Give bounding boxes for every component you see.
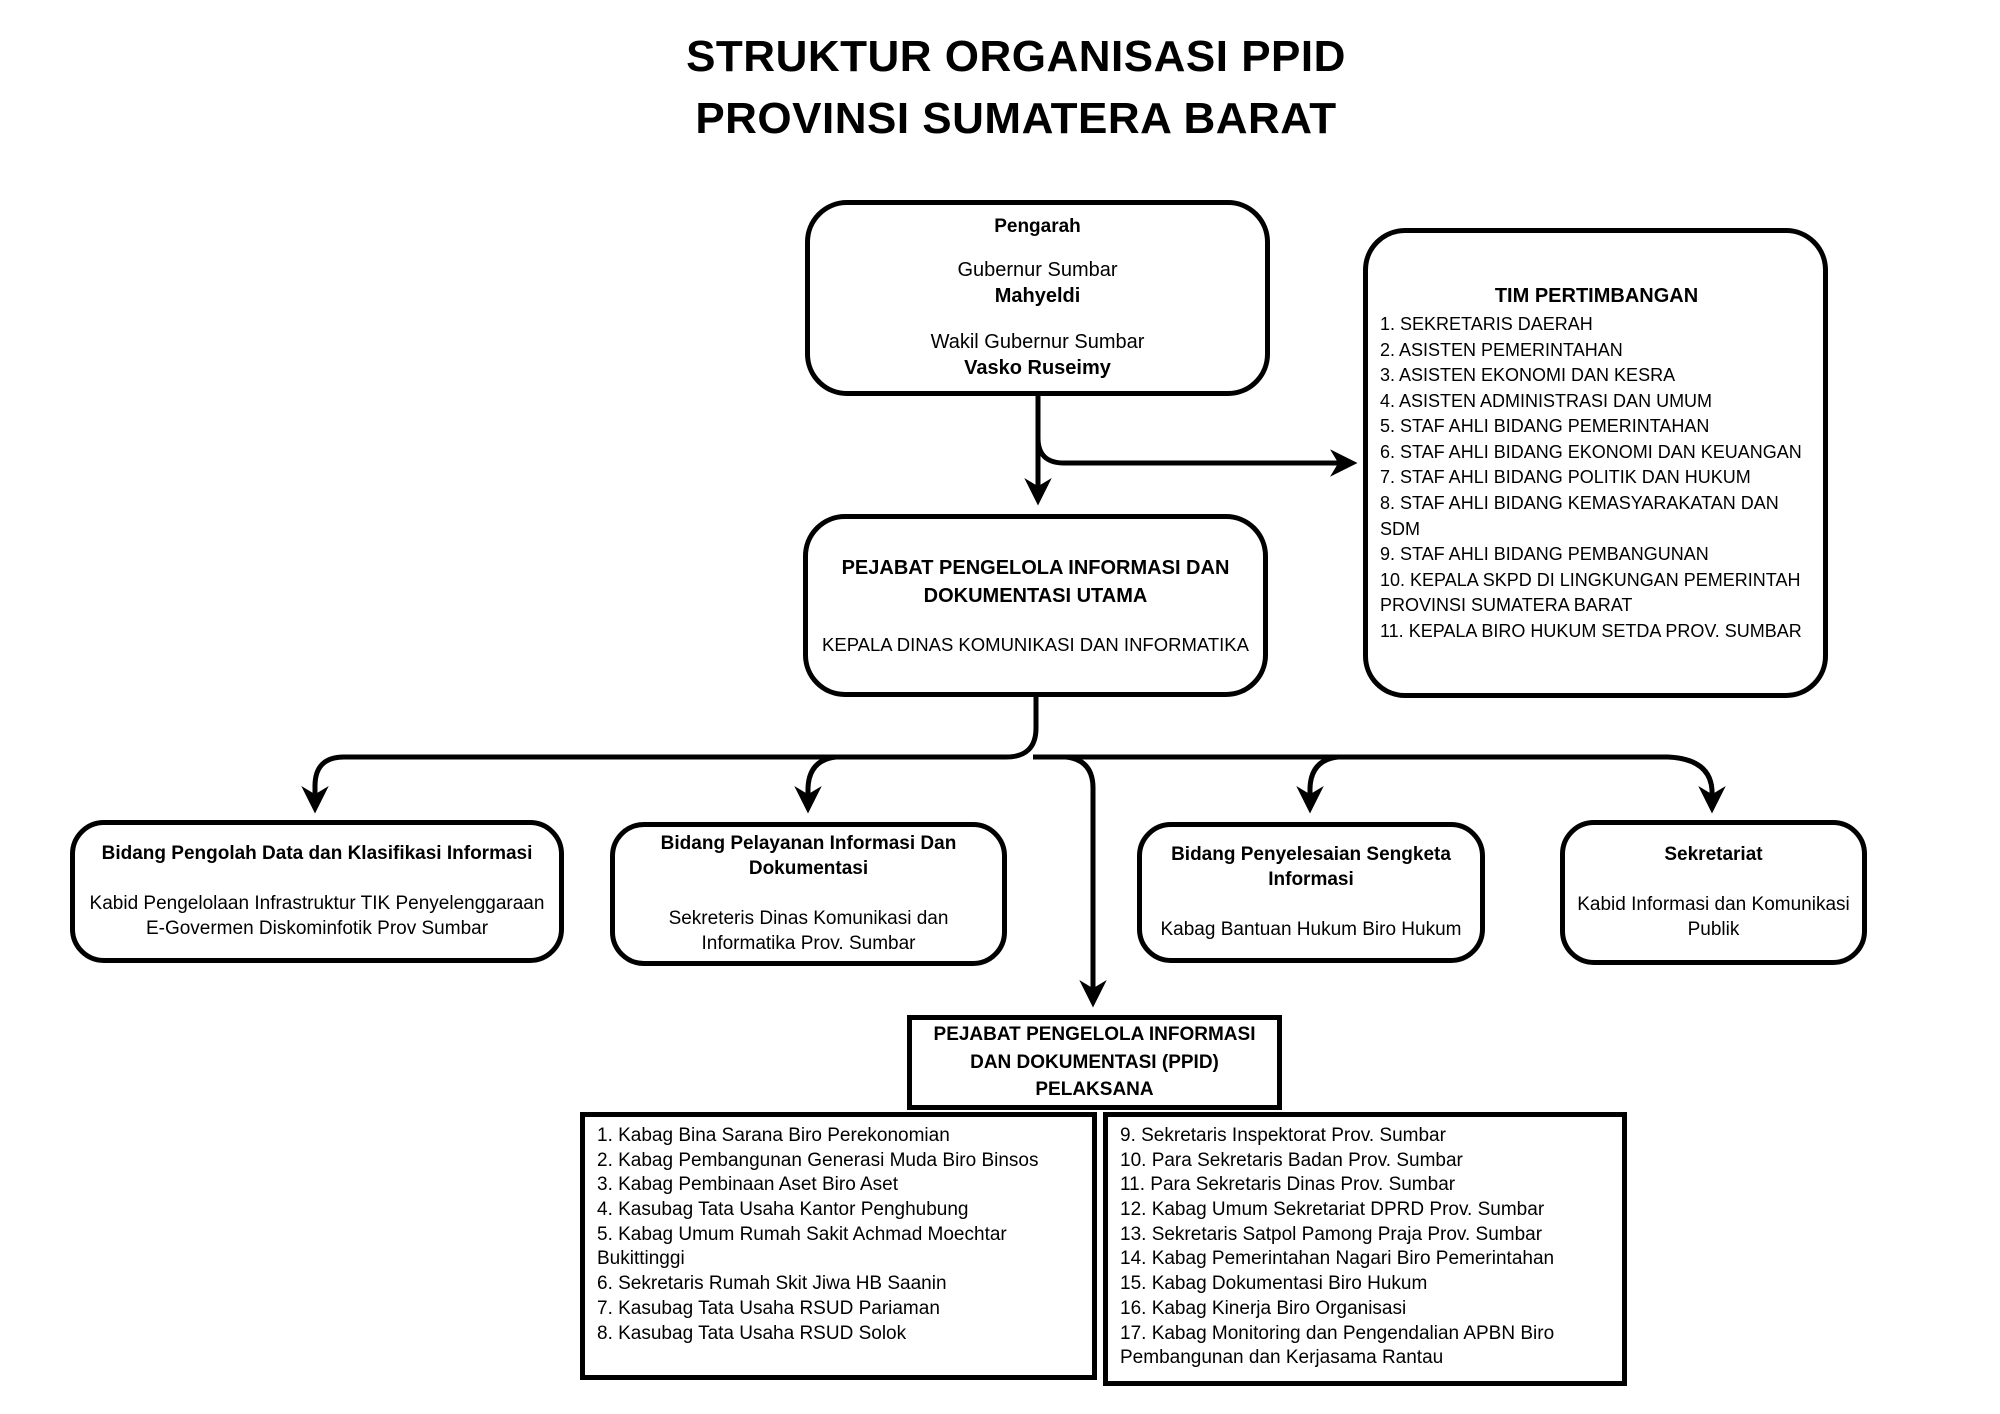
governor-group: Gubernur Sumbar Mahyeldi <box>957 257 1117 309</box>
list-item: 8. Kasubag Tata Usaha RSUD Solok <box>597 1322 907 1344</box>
list-item: 11. KEPALA BIRO HUKUM SETDA PROV. SUMBAR <box>1380 620 1802 641</box>
list-item: 2. Kabag Pembangunan Generasi Muda Biro … <box>597 1149 1039 1171</box>
bidang-penyelesaian-sengketa-subtitle: Kabag Bantuan Hukum Biro Hukum <box>1160 918 1462 940</box>
bidang-pelayanan-informasi-box: Bidang Pelayanan Informasi Dan Dokumenta… <box>610 822 1007 966</box>
list-item: 5. STAF AHLI BIDANG PEMERINTAHAN <box>1380 416 1710 437</box>
list-item: 1. Kabag Bina Sarana Biro Perekonomian <box>597 1125 950 1146</box>
vice-governor-role: Wakil Gubernur Sumbar <box>930 331 1145 354</box>
list-item: 9. Sekretaris Inspektorat Prov. Sumbar <box>1120 1125 1446 1146</box>
bidang-pengolah-data-box: Bidang Pengolah Data dan Klasifikasi Inf… <box>70 820 564 963</box>
bidang-pengolah-data-title: Bidang Pengolah Data dan Klasifikasi Inf… <box>101 843 533 865</box>
sekretariat-title: Sekretariat <box>1664 844 1763 866</box>
list-item: 14. Kabag Pemerintahan Nagari Biro Pemer… <box>1120 1248 1555 1270</box>
sekretariat-box: Sekretariat Kabid Informasi dan Komunika… <box>1560 820 1867 965</box>
list-item: 7. STAF AHLI BIDANG POLITIK DAN HUKUM <box>1380 467 1751 488</box>
list-item: 1. SEKRETARIS DAERAH <box>1380 314 1593 335</box>
list-item: 4. Kasubag Tata Usaha Kantor Penghubung <box>597 1199 969 1221</box>
list-item: 2. ASISTEN PEMERINTAHAN <box>1380 339 1623 360</box>
ppid-pelaksana-box: PEJABAT PENGELOLA INFORMASI DAN DOKUMENT… <box>907 1015 1282 1110</box>
vice-governor-name: Vasko Ruseimy <box>964 357 1111 380</box>
sekretariat-subtitle: Kabid Informasi dan Komunikasi Publik <box>1577 893 1850 940</box>
tim-pertimbangan-list: 1. SEKRETARIS DAERAH 2. ASISTEN PEMERINTA… <box>1380 312 1813 644</box>
list-item: 13. Sekretaris Satpol Pamong Praja Prov.… <box>1120 1223 1543 1245</box>
tim-pertimbangan-heading: TIM PERTIMBANGAN <box>1494 284 1699 307</box>
list-item: 10. KEPALA SKPD DI LINGKUNGAN PEMERINTAH… <box>1380 569 1801 616</box>
ppid-utama-subtitle: KEPALA DINAS KOMUNIKASI DAN INFORMATIKA <box>822 634 1249 656</box>
bidang-penyelesaian-sengketa-title: Bidang Penyelesaian Sengketa Informasi <box>1171 844 1451 890</box>
governor-name: Mahyeldi <box>994 285 1081 308</box>
page-title: STRUKTUR ORGANISASI PPID PROVINSI SUMATE… <box>416 26 1616 151</box>
ppid-pelaksana-list-right: 9. Sekretaris Inspektorat Prov. Sumbar 10… <box>1103 1112 1627 1386</box>
ppid-pelaksana-list-left: 1. Kabag Bina Sarana Biro Perekonomian 2.… <box>580 1112 1097 1380</box>
page-title-line1: STRUKTUR ORGANISASI PPID <box>686 32 1346 81</box>
list-item: 5. Kabag Umum Rumah Sakit Achmad Moechta… <box>597 1223 1007 1270</box>
bidang-pengolah-data-subtitle: Kabid Pengelolaan Infrastruktur TIK Peny… <box>89 892 545 939</box>
pengarah-box: Pengarah Gubernur Sumbar Mahyeldi Wakil … <box>805 200 1270 396</box>
list-item: 10. Para Sekretaris Badan Prov. Sumbar <box>1120 1149 1463 1171</box>
list-item: 17. Kabag Monitoring dan Pengendalian AP… <box>1120 1322 1555 1369</box>
ppid-utama-box: PEJABAT PENGELOLA INFORMASI DAN DOKUMENT… <box>803 514 1268 697</box>
list-item: 11. Para Sekretaris Dinas Prov. Sumbar <box>1120 1174 1456 1196</box>
list-item: 3. Kabag Pembinaan Aset Biro Aset <box>597 1174 899 1196</box>
list-item: 15. Kabag Dokumentasi Biro Hukum <box>1120 1273 1428 1295</box>
ppid-utama-heading: PEJABAT PENGELOLA INFORMASI DAN DOKUMENT… <box>841 556 1230 607</box>
bidang-pelayanan-informasi-title: Bidang Pelayanan Informasi Dan Dokumenta… <box>660 833 957 879</box>
list-item: 6. STAF AHLI BIDANG EKONOMI DAN KEUANGAN <box>1380 441 1802 462</box>
bidang-penyelesaian-sengketa-box: Bidang Penyelesaian Sengketa Informasi K… <box>1137 822 1485 963</box>
governor-role: Gubernur Sumbar <box>957 259 1118 282</box>
list-item: 9. STAF AHLI BIDANG PEMBANGUNAN <box>1380 544 1709 565</box>
tim-pertimbangan-box: TIM PERTIMBANGAN 1. SEKRETARIS DAERAH 2. … <box>1363 228 1828 698</box>
list-item: 3. ASISTEN EKONOMI DAN KESRA <box>1380 365 1676 386</box>
list-item: 7. Kasubag Tata Usaha RSUD Pariaman <box>597 1297 940 1319</box>
list-item: 8. STAF AHLI BIDANG KEMASYARAKATAN DAN S… <box>1380 492 1779 539</box>
pengarah-heading: Pengarah <box>994 215 1081 237</box>
list-item: 12. Kabag Umum Sekretariat DPRD Prov. Su… <box>1120 1199 1545 1221</box>
vice-governor-group: Wakil Gubernur Sumbar Vasko Ruseimy <box>931 329 1145 381</box>
list-item: 6. Sekretaris Rumah Skit Jiwa HB Saanin <box>597 1273 947 1295</box>
list-item: 16. Kabag Kinerja Biro Organisasi <box>1120 1297 1407 1319</box>
ppid-pelaksana-heading: PEJABAT PENGELOLA INFORMASI DAN DOKUMENT… <box>933 1024 1256 1101</box>
page-title-line2: PROVINSI SUMATERA BARAT <box>695 94 1337 144</box>
bidang-pelayanan-informasi-subtitle: Sekreteris Dinas Komunikasi dan Informat… <box>668 907 949 954</box>
list-item: 4. ASISTEN ADMINISTRASI DAN UMUM <box>1380 390 1713 411</box>
